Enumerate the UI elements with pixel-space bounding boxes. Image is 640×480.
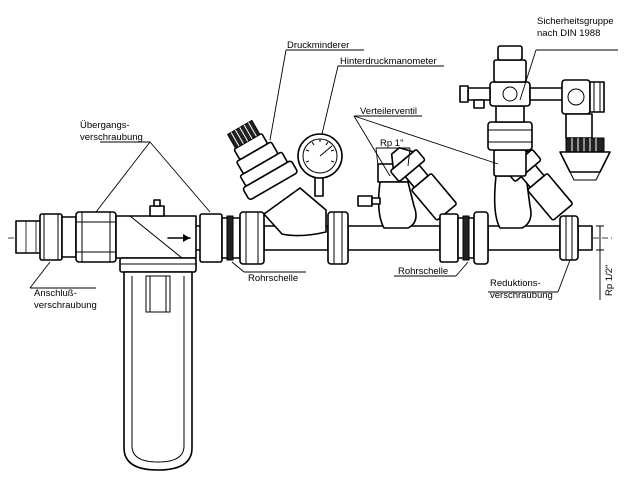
flow-arrow-icon (183, 234, 190, 242)
label-rp12: Rp 1/2" (604, 265, 615, 296)
middle-union (327, 211, 349, 265)
transition-coupling (75, 211, 117, 263)
label-uebergangs-1: Übergangs- (80, 120, 130, 131)
pipe-clamp-left (199, 211, 265, 265)
label-hinterdruckmanometer: Hinterdruckmanometer (340, 56, 437, 67)
filter (115, 199, 197, 471)
label-druckminderer: Druckminderer (287, 40, 349, 51)
label-rp1: Rp 1" (380, 138, 403, 149)
label-rohrschelle-left: Rohrschelle (248, 273, 298, 284)
label-sicherheitsgruppe-1: Sicherheitsgruppe (537, 16, 614, 27)
pipe-clamp-right (439, 211, 489, 265)
label-reduktions-2: verschraubung (490, 290, 553, 301)
label-anschluss-1: Anschluß- (34, 288, 77, 299)
pressure-gauge (297, 133, 343, 197)
inlet-coupling (39, 213, 77, 261)
label-anschluss-2: verschraubung (34, 300, 97, 311)
label-rohrschelle-right: Rohrschelle (398, 266, 448, 277)
label-uebergangs-2: verschraubung (80, 132, 143, 143)
labels: Sicherheitsgruppe nach DIN 1988 Druckmin… (34, 16, 615, 311)
label-verteilerventil: Verteilerventil (360, 106, 417, 117)
pressure-reducer (226, 119, 327, 237)
leader-lines (29, 49, 618, 300)
safety-group (459, 45, 611, 229)
label-reduktions-1: Reduktions- (490, 278, 541, 289)
label-sicherheitsgruppe-2: nach DIN 1988 (537, 28, 600, 39)
